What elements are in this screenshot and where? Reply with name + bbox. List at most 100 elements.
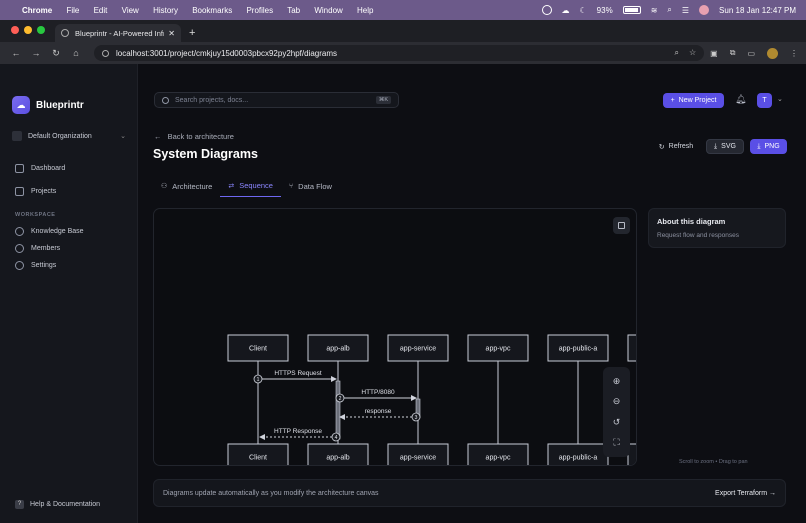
sidebar-item-projects[interactable]: Projects	[15, 187, 56, 196]
participant-footer-label: app-vpc	[486, 455, 511, 462]
sidebar-item-label: Dashboard	[31, 165, 66, 172]
refresh-button[interactable]: ↻ Refresh	[655, 139, 697, 154]
window-controls	[0, 26, 53, 42]
tab-architecture[interactable]: ⚇ Architecture	[153, 175, 220, 197]
zoom-out-icon[interactable]: ⊖	[612, 396, 621, 407]
home-icon[interactable]: ⌂	[73, 48, 79, 58]
new-project-label: New Project	[678, 97, 717, 104]
export-terraform-link[interactable]: Export Terraform →	[715, 489, 776, 497]
close-tab-icon[interactable]: ✕	[168, 28, 175, 38]
back-link[interactable]: ← Back to architecture	[154, 132, 234, 141]
sidebar-item-members[interactable]: Members	[15, 244, 60, 253]
profile-avatar[interactable]	[767, 47, 778, 59]
forward-icon[interactable]: →	[31, 48, 41, 58]
new-tab-icon[interactable]: +	[189, 27, 196, 39]
zoom-controls: ⊕ ⊖ ↺ ⛶	[603, 367, 630, 457]
close-window-button[interactable]	[11, 26, 19, 34]
brand[interactable]: ☁ Blueprintr	[12, 96, 84, 114]
wifi-icon[interactable]: ≋	[650, 5, 658, 15]
message-number-badge	[331, 432, 341, 442]
cloud-logo-icon: ☁	[12, 96, 30, 114]
menu-file[interactable]: File	[66, 5, 80, 15]
message-label: HTTPS Request	[274, 370, 322, 377]
chevron-down-icon[interactable]: ⌄	[777, 96, 783, 103]
menu-profiles[interactable]: Profiles	[246, 5, 274, 15]
menu-help[interactable]: Help	[357, 5, 374, 15]
reset-view-icon[interactable]: ↺	[612, 416, 621, 427]
search-input[interactable]: Search projects, docs... ⌘K	[154, 92, 399, 108]
cloud-icon[interactable]: ☁	[561, 5, 570, 15]
reload-icon[interactable]: ↻	[52, 47, 60, 58]
sidebar-item-label: Knowledge Base	[31, 228, 84, 235]
record-icon[interactable]	[541, 5, 552, 15]
refresh-label: Refresh	[668, 143, 694, 150]
menu-app-name[interactable]: Chrome	[22, 5, 53, 15]
back-label: Back to architecture	[167, 132, 234, 141]
download-icon: ⤓	[757, 142, 761, 150]
menu-tab[interactable]: Tab	[287, 5, 301, 15]
download-png-button[interactable]: ⤓ PNG	[750, 139, 787, 154]
sidebar-item-settings[interactable]: Settings	[15, 261, 56, 270]
menu-view[interactable]: View	[121, 5, 139, 15]
message-number-badge	[253, 374, 263, 384]
message-label: HTTP Response	[274, 428, 322, 435]
battery-percent: 93%	[596, 5, 613, 15]
participant-box	[307, 443, 369, 465]
address-bar[interactable]: localhost:3001/project/cmkjuy15d0003pbcx…	[94, 45, 705, 61]
puzzle-icon[interactable]: ⧉	[729, 48, 736, 57]
copy-button[interactable]	[613, 217, 630, 234]
participant-box	[547, 443, 609, 465]
tab-sequence[interactable]: ⇄ Sequence	[220, 175, 281, 197]
org-switcher[interactable]: Default Organization ⌄	[12, 128, 126, 144]
bell-icon[interactable]: 🔔︎	[735, 94, 747, 104]
clock[interactable]: Sun 18 Jan 12:47 PM	[719, 5, 796, 15]
browser-tab-bar: Blueprintr - AI-Powered Infra ✕ +	[0, 20, 806, 42]
zoom-window-button[interactable]	[37, 26, 45, 34]
url-text[interactable]: localhost:3001/project/cmkjuy15d0003pbcx…	[116, 48, 338, 58]
sidebar-item-knowledge-base[interactable]: Knowledge Base	[15, 227, 84, 236]
search-icon[interactable]: ⌕	[667, 5, 672, 14]
user-icon[interactable]	[699, 5, 710, 15]
bookmark-star-icon[interactable]: ☆	[688, 48, 697, 57]
participant-box	[467, 334, 529, 362]
zoom-icon[interactable]: ⌕	[674, 48, 679, 57]
menu-history[interactable]: History	[153, 5, 178, 15]
participant-box	[387, 334, 449, 362]
tab-data-flow[interactable]: ⑂ Data Flow	[281, 175, 340, 197]
participant-box	[227, 443, 289, 465]
participant-label: app-public-a	[559, 346, 598, 353]
network-icon: ⚇	[161, 183, 168, 190]
sidebar-item-dashboard[interactable]: Dashboard	[15, 164, 65, 173]
minimize-window-button[interactable]	[24, 26, 32, 34]
battery-icon[interactable]	[622, 6, 641, 14]
download-svg-button[interactable]: ⤓ SVG	[706, 139, 744, 154]
plus-icon: +	[670, 97, 675, 104]
database-icon	[15, 227, 24, 236]
menu-bookmarks[interactable]: Bookmarks	[192, 5, 233, 15]
kebab-menu-icon[interactable]: ⋮	[790, 48, 798, 58]
browser-tab[interactable]: Blueprintr - AI-Powered Infra ✕	[55, 24, 181, 42]
svg-label: SVG	[721, 143, 736, 150]
back-icon[interactable]: ←	[11, 48, 21, 58]
footer-bar: Diagrams update automatically as you mod…	[153, 479, 786, 507]
menu-window[interactable]: Window	[314, 5, 343, 15]
participant-box-clipped	[627, 443, 636, 465]
participant-footer-label: app-service	[400, 455, 436, 462]
menu-edit[interactable]: Edit	[93, 5, 108, 15]
new-project-button[interactable]: + New Project	[663, 93, 724, 108]
tab-label: Architecture	[172, 181, 213, 191]
extension-icon[interactable]: ▣	[710, 48, 718, 58]
moon-icon[interactable]: ☾	[579, 5, 587, 15]
search-icon	[162, 96, 169, 104]
help-link[interactable]: ? Help & Documentation	[15, 500, 100, 509]
sidepanel-icon[interactable]: ▭	[747, 48, 755, 58]
site-info-icon[interactable]	[102, 49, 109, 57]
grid-icon	[15, 164, 24, 173]
user-avatar[interactable]: T	[757, 93, 772, 108]
zoom-in-icon[interactable]: ⊕	[612, 375, 621, 386]
help-icon: ?	[15, 500, 24, 509]
control-center-icon[interactable]: ☰	[681, 5, 690, 15]
fit-screen-icon[interactable]: ⛶	[613, 437, 620, 448]
